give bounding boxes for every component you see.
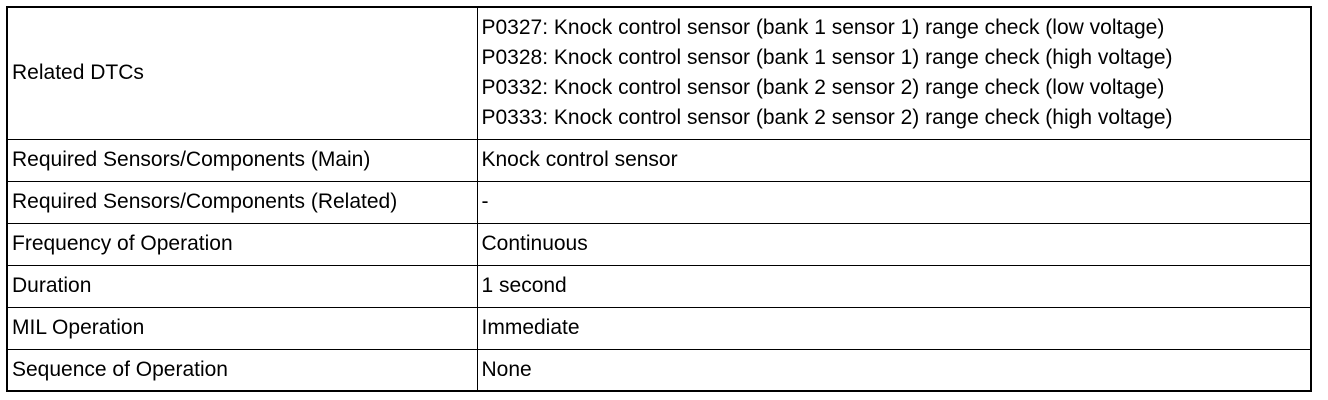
row-label-sequence: Sequence of Operation — [6, 348, 478, 392]
table-row: Related DTCs P0327: Knock control sensor… — [6, 6, 1312, 140]
row-label-duration: Duration — [6, 264, 478, 308]
table-row: Required Sensors/Components (Related) - — [6, 180, 1312, 224]
monitor-spec-table: Related DTCs P0327: Knock control sensor… — [6, 6, 1312, 392]
table-row: Duration 1 second — [6, 264, 1312, 308]
row-value-mil-operation: Immediate — [476, 306, 1312, 350]
dtc-entry-p0332: P0332: Knock control sensor (bank 2 sens… — [481, 76, 1165, 100]
row-label-mil-operation: MIL Operation — [6, 306, 478, 350]
row-label-required-main: Required Sensors/Components (Main) — [6, 138, 478, 182]
table-row: MIL Operation Immediate — [6, 306, 1312, 350]
row-value-required-main: Knock control sensor — [476, 138, 1312, 182]
table-row: Sequence of Operation None — [6, 348, 1312, 392]
row-value-required-related: - — [476, 180, 1312, 224]
dtc-entry-p0327: P0327: Knock control sensor (bank 1 sens… — [481, 16, 1165, 40]
row-label-related-dtcs: Related DTCs — [6, 6, 478, 140]
row-label-frequency: Frequency of Operation — [6, 222, 478, 266]
table-row: Required Sensors/Components (Main) Knock… — [6, 138, 1312, 182]
row-value-frequency: Continuous — [476, 222, 1312, 266]
table-row: Frequency of Operation Continuous — [6, 222, 1312, 266]
row-value-related-dtcs: P0327: Knock control sensor (bank 1 sens… — [476, 6, 1312, 140]
row-label-required-related: Required Sensors/Components (Related) — [6, 180, 478, 224]
dtc-entry-p0333: P0333: Knock control sensor (bank 2 sens… — [481, 106, 1173, 130]
row-value-sequence: None — [476, 348, 1312, 392]
row-value-duration: 1 second — [476, 264, 1312, 308]
dtc-entry-p0328: P0328: Knock control sensor (bank 1 sens… — [481, 46, 1173, 70]
